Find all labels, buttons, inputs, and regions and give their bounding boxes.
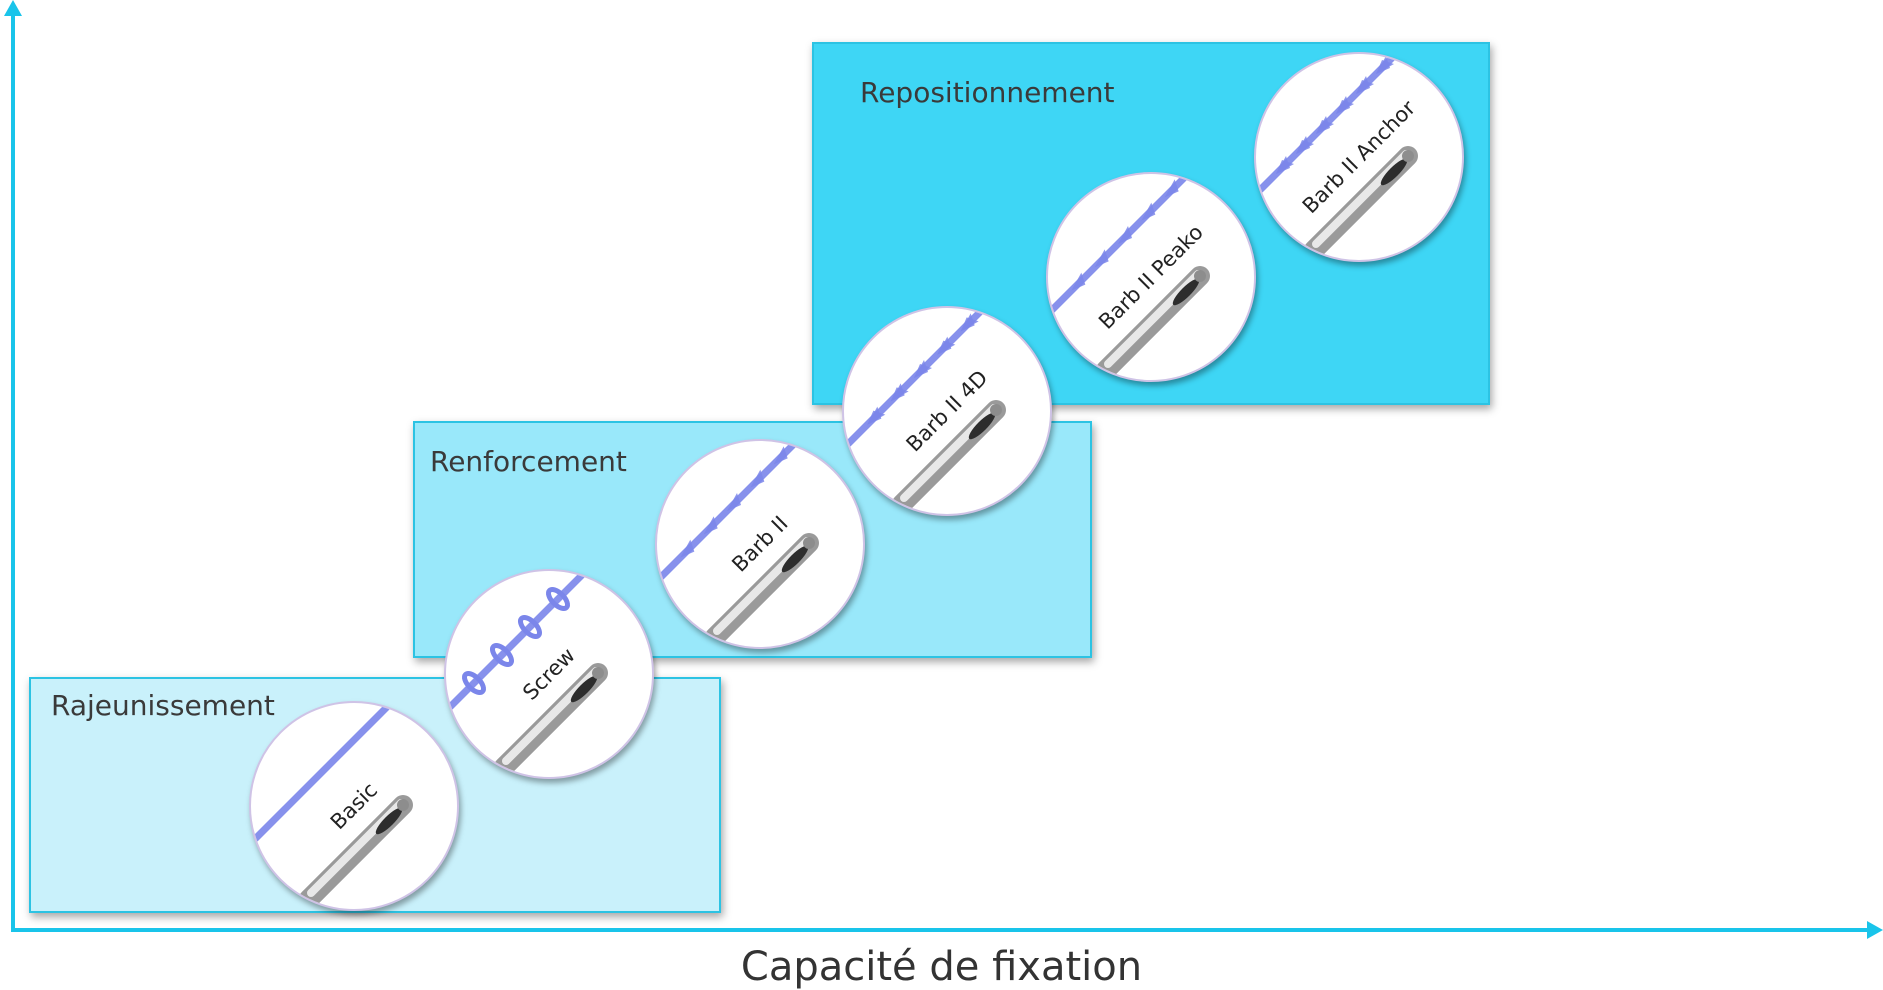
y-axis-arrowhead: [4, 0, 22, 16]
thread-disc-screw: Screw: [444, 569, 654, 779]
thread-disc-barb-ii-4d: Barb II 4D: [842, 306, 1052, 516]
thread-disc-barb-ii-anchor: Barb II Anchor: [1254, 52, 1464, 262]
needle-thread-illustration: [251, 703, 413, 909]
needle-thread-illustration: [657, 441, 819, 647]
y-axis-line: [11, 6, 15, 930]
needle-thread-illustration: [446, 571, 608, 777]
thread-disc-barb-ii-peako: Barb II Peako: [1046, 172, 1256, 382]
x-axis-line: [11, 928, 1877, 932]
needle-thread-illustration: [1048, 174, 1210, 380]
needle-thread-illustration: [1256, 54, 1418, 260]
tier-label: Renforcement: [430, 445, 627, 478]
thread-disc-basic: Basic: [249, 701, 459, 911]
x-axis-label: Capacité de fixation: [740, 944, 1143, 990]
x-axis-arrowhead: [1867, 921, 1883, 939]
tier-label: Repositionnement: [860, 76, 1115, 109]
thread-disc-barb-ii: Barb II: [655, 439, 865, 649]
needle-thread-illustration: [844, 308, 1006, 514]
tier-label: Rajeunissement: [51, 689, 275, 722]
